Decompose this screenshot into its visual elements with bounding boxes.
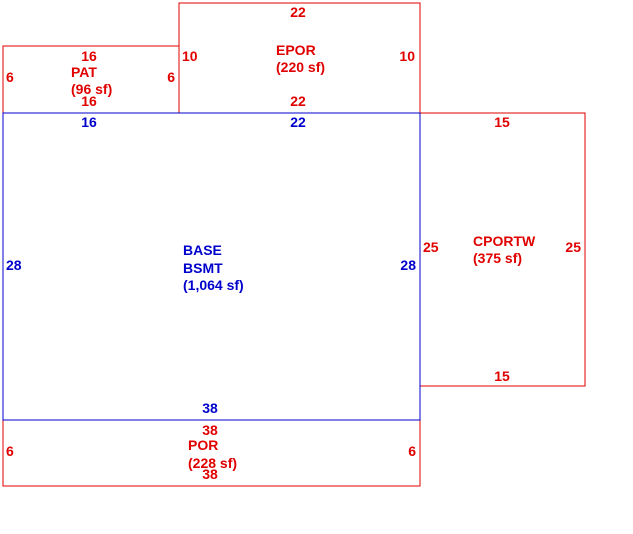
epor-dim-bottom: 22 (290, 93, 306, 109)
cportw-code: CPORTW (473, 233, 536, 249)
cportw-area: (375 sf) (473, 250, 522, 266)
epor-dim-right: 10 (399, 48, 415, 64)
cportw-dim-top: 15 (494, 114, 510, 130)
base-outline (2, 112, 421, 421)
base-dim-top-left: 16 (81, 114, 97, 130)
por-dim-left: 6 (6, 443, 14, 459)
epor-area: (220 sf) (276, 59, 325, 75)
por-dim-bottom: 38 (202, 466, 218, 482)
cportw-dim-bottom: 15 (494, 368, 510, 384)
base-dim-right: 28 (400, 257, 416, 273)
pat-code: PAT (71, 64, 97, 80)
epor-dim-left: 10 (182, 48, 198, 64)
base-dim-top-right: 22 (290, 114, 306, 130)
epor-code: EPOR (276, 42, 316, 58)
pat-area: (96 sf) (71, 81, 112, 97)
por-code: POR (188, 437, 218, 453)
base-subcode: BSMT (183, 260, 223, 276)
pat-dim-bottom: 16 (81, 93, 97, 109)
por-dim-top: 38 (202, 422, 218, 438)
base-code: BASE (183, 242, 222, 258)
base-dim-bottom: 38 (202, 400, 218, 416)
cportw-dim-left: 25 (423, 239, 439, 255)
pat-dim-left: 6 (6, 69, 14, 85)
pat-dim-top: 16 (81, 48, 97, 64)
por-area: (228 sf) (188, 455, 237, 471)
epor-dim-top: 22 (290, 4, 306, 20)
pat-dim-right: 6 (167, 69, 175, 85)
por-dim-right: 6 (408, 443, 416, 459)
base-area: (1,064 sf) (183, 277, 244, 293)
cportw-dim-right: 25 (565, 239, 581, 255)
base-dim-left: 28 (6, 257, 22, 273)
